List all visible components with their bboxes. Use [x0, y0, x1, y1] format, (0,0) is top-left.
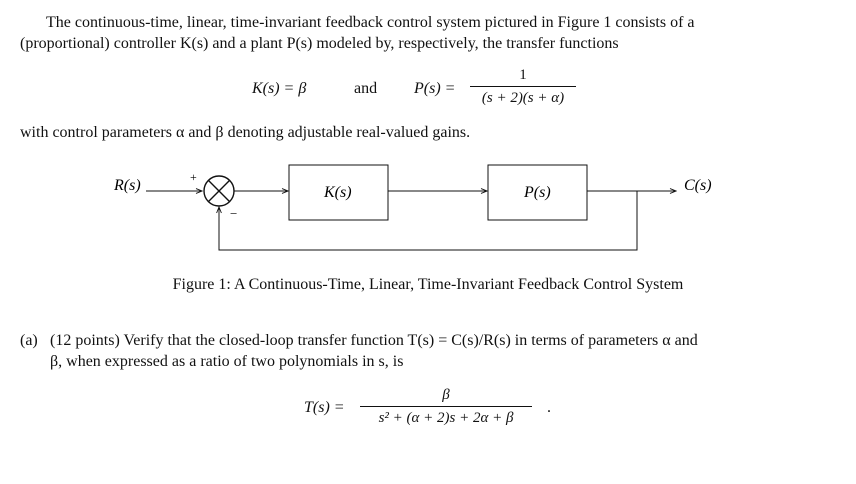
trailing-period: .	[547, 399, 551, 416]
transfer-function-definitions: K(s) = β and P(s) = 1 (s + 2)(s + α)	[0, 66, 856, 112]
output-label: C(s)	[684, 177, 712, 194]
closed-loop-lhs: T(s) =	[304, 399, 345, 416]
params-sentence: with control parameters α and β denoting…	[20, 124, 471, 141]
summing-junction	[203, 175, 235, 207]
intro-line-2: (proportional) controller K(s) and a pla…	[20, 35, 619, 52]
plant-numerator: 1	[519, 67, 527, 83]
controller-equation: K(s) = β	[252, 80, 307, 97]
plant-denominator: (s + 2)(s + α)	[481, 90, 565, 106]
plant-fraction: 1 (s + 2)(s + α)	[470, 66, 576, 107]
block-diagram: R(s) + − K(s) P(s) C(s)	[113, 164, 712, 251]
plant-equation-lhs: P(s) =	[414, 80, 456, 97]
feedback-path	[219, 191, 638, 251]
plus-sign: +	[190, 170, 197, 184]
closed-loop-fraction: β s² + (α + 2)s + 2α + β	[360, 386, 532, 427]
controller-block	[288, 164, 389, 221]
input-label: R(s)	[113, 177, 141, 194]
fraction-bar	[360, 406, 532, 407]
minus-sign: −	[230, 206, 237, 221]
and-word: and	[354, 80, 378, 97]
controller-label: K(s)	[323, 184, 352, 201]
part-a-line-1: (12 points) Verify that the closed-loop …	[50, 332, 698, 349]
intro-line-1: The continuous-time, linear, time-invari…	[46, 14, 695, 31]
part-a-marker: (a)	[20, 332, 38, 349]
plant-block	[487, 164, 588, 221]
closed-loop-numerator: β	[442, 387, 450, 403]
figure-caption: Figure 1: A Continuous-Time, Linear, Tim…	[172, 276, 684, 293]
part-a-line-2: β, when expressed as a ratio of two poly…	[50, 353, 404, 370]
plant-label: P(s)	[523, 184, 551, 201]
closed-loop-denominator: s² + (α + 2)s + 2α + β	[378, 410, 514, 426]
fraction-bar	[470, 86, 576, 87]
